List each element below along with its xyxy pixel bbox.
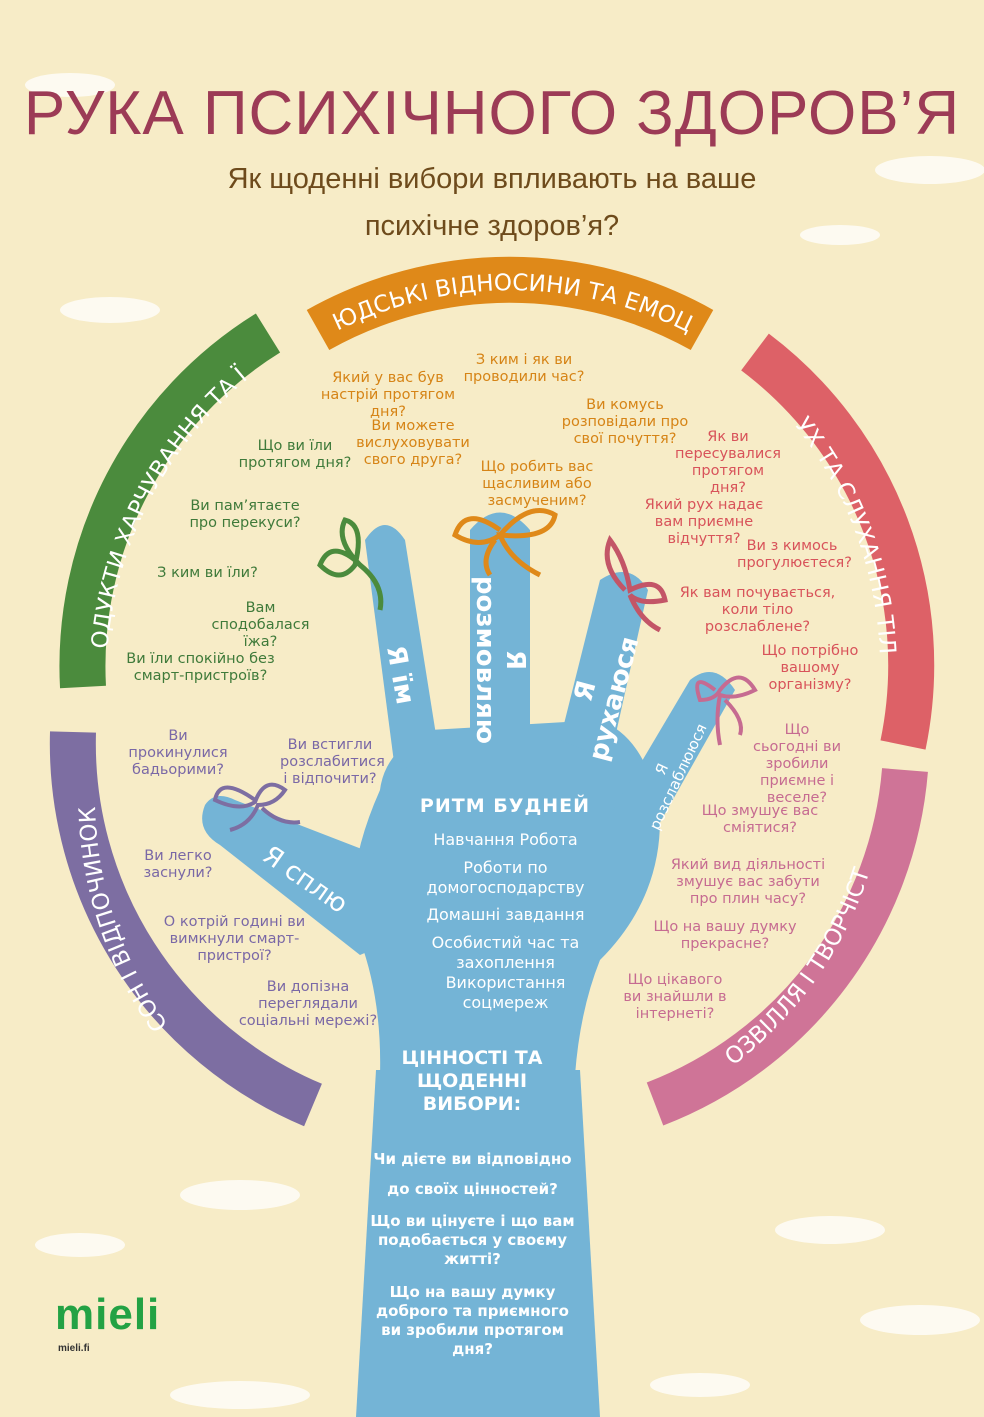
- question-pleasant-move: Який рух надає вам приємне відчуття?: [644, 497, 764, 547]
- question-turn-off-devices: О котрій годині ви вимкнули смарт-пристр…: [163, 914, 306, 964]
- mieli-website: mieli.fi: [58, 1343, 90, 1354]
- question-fun-today: Що сьогодні ви зробили приємне і веселе?: [753, 722, 841, 806]
- page-subtitle-line2: психічне здоров’я?: [364, 210, 620, 242]
- ribbon-orange: [451, 508, 558, 578]
- question-laugh: Що змушує вас сміятися?: [701, 803, 819, 836]
- question-fell-asleep: Ви легко заснули?: [143, 848, 213, 881]
- palm-item-personal-time: Особистий час та захоплення Використання…: [431, 933, 580, 1012]
- palm-heading: РИТМ БУДНЕЙ: [419, 795, 591, 817]
- question-mood: Який у вас був настрій протягом дня?: [320, 370, 456, 420]
- values-heading: ЦІННОСТІ ТА ЩОДЕННІ ВИБОРИ:: [401, 1047, 543, 1115]
- question-body-needs: Що потрібно вашому організму?: [761, 643, 859, 693]
- finger-label-talk: Я розмовляю: [470, 575, 530, 745]
- ring-segment-food: [59, 313, 281, 689]
- ribbon-red: [604, 534, 668, 633]
- ring-segment-relationships: [306, 256, 714, 351]
- question-snacks: Ви пам’ятаєте про перекуси?: [189, 498, 301, 531]
- ribbon-green: [317, 517, 384, 611]
- question-beautiful: Що на вашу думку прекрасне?: [653, 919, 797, 952]
- question-told-feelings: Ви комусь розповідали про свої почуття?: [561, 397, 689, 447]
- ribbon-pink: [695, 675, 758, 746]
- question-listen-friend: Ви можете вислуховувати свого друга?: [356, 418, 470, 468]
- palm-item-homework: Домашні завдання: [426, 905, 585, 924]
- ring-segment-sleep: [49, 731, 322, 1127]
- question-eat-with: З ким ви їли?: [157, 565, 258, 581]
- hand: [202, 512, 735, 1417]
- question-moved: Як ви пересувалися протягом дня?: [675, 429, 781, 496]
- question-rest: Ви встигли розслабитися і відпочити?: [280, 737, 385, 787]
- question-what-eat: Що ви їли протягом дня?: [238, 438, 352, 471]
- clouds: [25, 73, 984, 1409]
- ring-segment-movement: [741, 333, 935, 750]
- values-question-appreciate: Що ви цінуєте і що вам подобається у сво…: [370, 1212, 575, 1268]
- question-spent-time: З ким і як ви проводили час?: [463, 352, 585, 385]
- question-woke-up: Ви прокинулися бадьорими?: [128, 728, 228, 778]
- question-body-relaxed: Як вам почувається, коли тіло розслаблен…: [679, 585, 836, 635]
- page-subtitle-line1: Як щоденні вибори впливають на ваше: [227, 163, 757, 195]
- question-happy-sad: Що робить вас щасливим або засмученим?: [480, 459, 594, 509]
- palm-item-study: Навчання Робота: [433, 830, 578, 849]
- values-question-act-line1: Чи дієте ви відповідно: [373, 1150, 572, 1168]
- question-liked-food: Вам сподобалася їжа?: [211, 600, 310, 650]
- question-late-social: Ви допізна переглядали соціальні мережі?: [238, 979, 378, 1029]
- question-forget-time: Який вид діяльності змушує вас забути пр…: [670, 857, 826, 907]
- ribbon-purple: [212, 782, 301, 832]
- question-walk-with: Ви з кимось прогулюєтеся?: [737, 538, 852, 571]
- page-title: РУКА ПСИХІЧНОГО ЗДОРОВ’Я: [23, 79, 961, 148]
- values-question-act-line2: до своїх цінностей?: [387, 1180, 558, 1198]
- question-eat-calmly: Ви їли спокійно без смарт-пристроїв?: [126, 651, 275, 684]
- values-question-good-deeds: Що на вашу думку доброго та приємного ви…: [376, 1283, 569, 1358]
- mieli-logo: mieli: [55, 1290, 161, 1339]
- ring-segment-leisure: [646, 768, 928, 1126]
- palm-item-housework: Роботи по домогосподарству: [426, 858, 585, 897]
- question-internet: Що цікавого ви знайшли в інтернеті?: [623, 972, 727, 1022]
